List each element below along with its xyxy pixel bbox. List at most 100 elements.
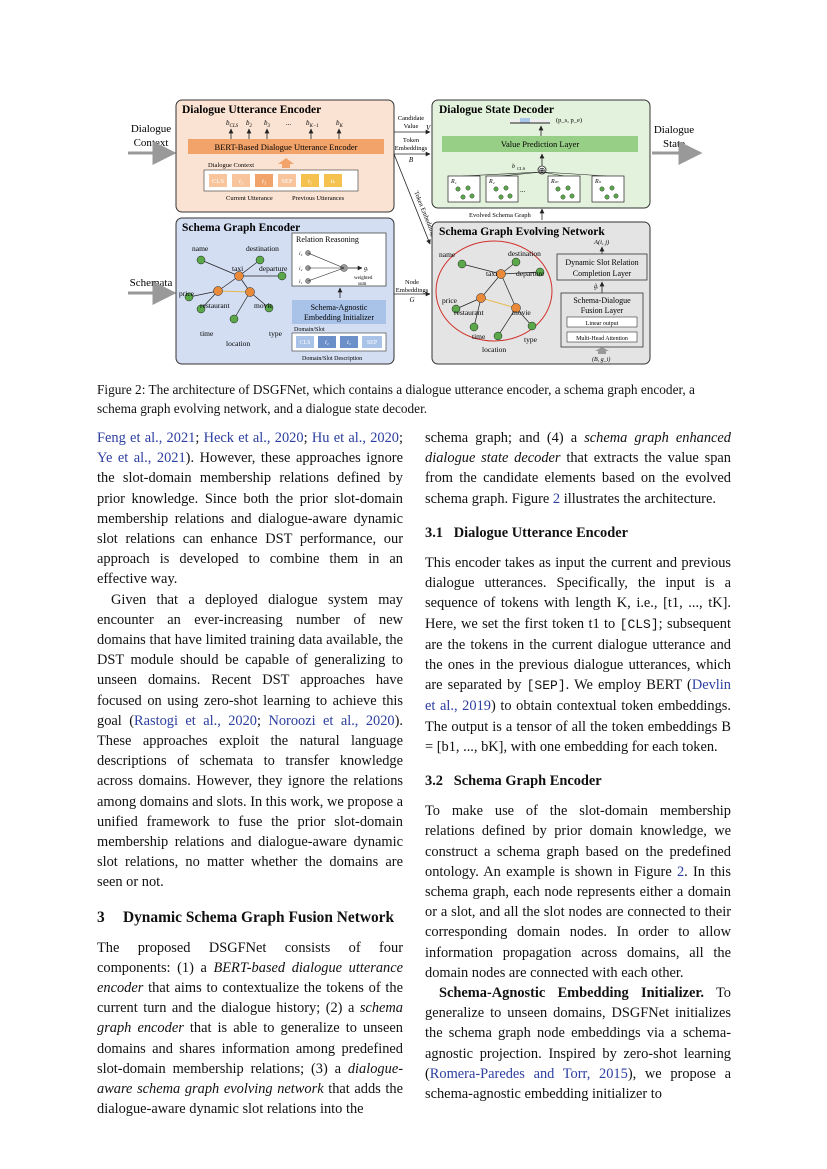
- due-in-t2: t₂: [239, 178, 244, 185]
- domain-slot-desc: Domain/Slot Description: [302, 356, 362, 362]
- b-gi-label: (B, g_i): [592, 356, 610, 363]
- svg-text:R₁: R₁: [450, 179, 457, 185]
- candidate-value-1: Candidate: [398, 115, 424, 122]
- output-dialogue-state-2: State: [663, 138, 685, 150]
- svg-text:i₂: i₂: [299, 266, 303, 272]
- sge-node-restaurant: restaurant: [200, 301, 230, 310]
- dsrc-1: Dynamic Slot Relation: [565, 258, 638, 267]
- value-prediction-label: Value Prediction Layer: [501, 139, 580, 149]
- dsd-title: Dialogue State Decoder: [439, 104, 554, 116]
- due-in-t5: t₅: [308, 178, 312, 185]
- svg-text:B: B: [409, 156, 414, 164]
- section-3-2-heading: 3.2 Schema Graph Encoder: [425, 773, 602, 790]
- due-in-cls: CLS: [212, 178, 224, 185]
- svg-text:Rₙ: Rₙ: [594, 179, 602, 185]
- dialogue-utterance-encoder-box: [175, 99, 395, 213]
- due-dots: ...: [286, 119, 292, 127]
- svg-text:b: b: [512, 164, 515, 170]
- sdfl-1: Schema-Dialogue: [573, 296, 631, 305]
- input-schemata: Schemata: [130, 277, 173, 289]
- due-b1: bCLS: [226, 119, 239, 129]
- right-paragraph-1: schema graph; and (4) a schema graph enh…: [425, 430, 732, 507]
- node-embeddings-1: Node: [405, 279, 419, 286]
- sge-node-taxi: taxi: [232, 264, 243, 273]
- left-paragraph-1: Feng et al., 2021; Heck et al., 2020; Hu…: [97, 430, 403, 588]
- cite-ye[interactable]: Ye et al., 2021: [97, 450, 186, 467]
- input-dialogue-context-2: Context: [134, 137, 169, 149]
- figure-ref-2[interactable]: 2: [676, 863, 685, 880]
- input-dialogue-context-1: Dialogue: [131, 123, 171, 135]
- sge-title: Schema Graph Encoder: [182, 222, 300, 234]
- svg-text:t₂: t₂: [325, 340, 329, 346]
- right-paragraph-2: This encoder takes as input the current …: [425, 555, 732, 755]
- svg-text:G: G: [409, 296, 414, 304]
- sgen-node-restaurant: restaurant: [454, 308, 484, 317]
- multi-head-attention: Multi-Head Attention: [576, 336, 628, 342]
- svg-text:CLS: CLS: [517, 166, 526, 171]
- svg-text:gᵢ: gᵢ: [364, 266, 368, 272]
- svg-text:i₃: i₃: [299, 251, 303, 257]
- cite-feng[interactable]: Feng et al., 2021: [97, 430, 196, 446]
- due-in-sep: SEP: [281, 178, 293, 185]
- sgen-node-departure: departure: [516, 269, 545, 278]
- figure-ref-1[interactable]: 2: [552, 490, 561, 507]
- sge-node-movie: movie: [254, 301, 273, 310]
- linear-output: Linear output: [586, 321, 619, 327]
- token-embeddings-1: Token: [403, 137, 420, 144]
- cite-devlin[interactable]: Devlin et al., 2019: [425, 677, 731, 715]
- due-b2: b2: [246, 119, 253, 129]
- due-in-tk: tₖ: [331, 178, 336, 185]
- bert-encoder-layer: [188, 139, 384, 154]
- due-title: Dialogue Utterance Encoder: [182, 104, 321, 116]
- left-paragraph-2: Given that a deployed dialogue system ma…: [97, 591, 404, 891]
- cite-hu[interactable]: Hu et al., 2020: [311, 430, 399, 446]
- section-3-heading: 3 Dynamic Schema Graph Fusion Network: [97, 908, 395, 926]
- schema-agnostic-initializer: [292, 300, 386, 324]
- dsrc-2: Completion Layer: [573, 269, 632, 278]
- right-paragraph-3: To make use of the slot-domain membershi…: [425, 803, 731, 981]
- svg-text:...: ...: [520, 186, 526, 194]
- due-bk1: bK−1: [306, 119, 319, 129]
- domain-slot-label: Domain/Slot: [294, 327, 325, 333]
- sge-node-destination: destination: [246, 244, 279, 253]
- sgen-node-type: type: [524, 335, 538, 344]
- svg-text:CLS: CLS: [299, 340, 310, 346]
- cite-heck[interactable]: Heck et al., 2020: [203, 430, 304, 446]
- cite-noroozi[interactable]: Noroozi et al., 2020: [268, 712, 395, 729]
- sgen-node-name: name: [439, 250, 456, 259]
- sgen-node-price: price: [442, 296, 458, 305]
- sge-node-type: type: [269, 329, 283, 338]
- sge-node-name: name: [192, 244, 209, 253]
- svg-text:V: V: [426, 124, 431, 132]
- evolved-schema-graph-label: Evolved Schema Graph: [469, 212, 531, 219]
- sge-node-price: price: [179, 289, 195, 298]
- sgen-node-taxi: taxi: [486, 269, 497, 278]
- sge-node-departure: departure: [259, 264, 288, 273]
- due-b3: b3: [264, 119, 271, 129]
- value-prediction-layer: [442, 136, 638, 152]
- node-embeddings-2: Embeddings: [396, 287, 429, 294]
- sgen-node-location: location: [482, 345, 506, 354]
- a-ij-label: A(i, j): [593, 239, 609, 246]
- svg-text:⊕: ⊕: [539, 166, 546, 175]
- section-3-1-heading: 3.1 Dialogue Utterance Encoder: [425, 524, 629, 541]
- weighted-sum-2: sum: [358, 282, 366, 287]
- cite-romera[interactable]: Romera-Paredes and Torr, 2015: [429, 1065, 628, 1082]
- cite-rastogi[interactable]: Rastogi et al., 2020: [134, 712, 257, 729]
- svg-text:g̃ᵢ: g̃ᵢ: [594, 284, 598, 290]
- candidate-value-2: Value: [404, 123, 419, 130]
- weighted-sum-1: weighted: [354, 276, 373, 281]
- svg-text:SEP: SEP: [367, 340, 378, 346]
- sgen-title: Schema Graph Evolving Network: [439, 226, 605, 238]
- dialogue-context-label: Dialogue Context: [208, 162, 254, 169]
- figure-caption: Figure 2: The architecture of DSGFNet, w…: [97, 382, 695, 416]
- current-utterance-label: Current Utterance: [226, 195, 273, 202]
- sgen-node-movie: movie: [512, 308, 531, 317]
- svg-text:R₂: R₂: [488, 179, 495, 185]
- svg-text:t₃: t₃: [347, 340, 351, 346]
- relation-reasoning-box: [291, 232, 387, 287]
- sge-node-location: location: [226, 339, 250, 348]
- sdfl-2: Fusion Layer: [581, 306, 624, 315]
- architecture-figure: Dialogue Context Schemata Dialogue Utter…: [128, 99, 703, 365]
- sge-node-time: time: [200, 329, 214, 338]
